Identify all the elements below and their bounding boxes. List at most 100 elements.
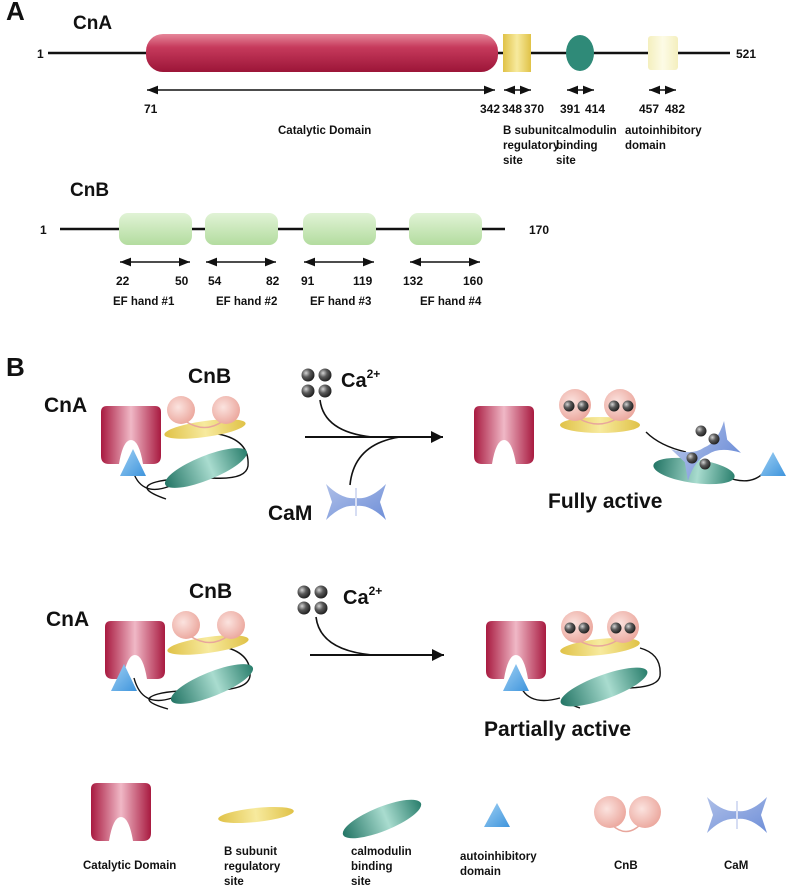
legend-calmodulin-label-3: site (351, 876, 371, 888)
svg-text:calmodulin: calmodulin (556, 125, 617, 137)
top-calcium-ions (301, 368, 332, 398)
ef3-start: 91 (301, 274, 315, 288)
cnb-title: CnB (70, 180, 109, 201)
top-cnb-label: CnB (188, 365, 231, 388)
cnb-end: 170 (529, 223, 549, 237)
autoinhibitory-label: autoinhibitory domain (625, 125, 702, 152)
panel-b-label: B (6, 352, 25, 382)
legend-cnb-label: CnB (614, 860, 638, 872)
bottom-calcium-ions (297, 585, 328, 615)
cnb-start: 1 (40, 223, 47, 237)
bottom-ca-curve (315, 616, 373, 656)
bottom-cnb-label: CnB (189, 580, 232, 603)
top-right-cnb-right (604, 389, 636, 421)
legend-b-subunit-label-2: regulatory (224, 861, 281, 873)
legend-autoinhibitory-icon (484, 803, 510, 827)
legend-catalytic-label: Catalytic Domain (83, 860, 176, 872)
top-cam-label: CaM (268, 502, 312, 525)
bottom-right-autoinhibitory (503, 664, 529, 691)
top-ca-curve (319, 399, 373, 438)
cna-pos-414: 414 (585, 102, 605, 116)
ef-hand-4-label: EF hand #4 (420, 296, 482, 308)
svg-text:domain: domain (625, 140, 666, 152)
legend-b-subunit-label-3: site (224, 876, 244, 888)
svg-text:regulatory: regulatory (503, 140, 560, 152)
cna-pos-391: 391 (560, 102, 580, 116)
cna-catalytic-domain (146, 34, 498, 72)
cna-pos-348: 348 (502, 102, 522, 116)
legend: Catalytic Domain B subunit regulatory si… (83, 783, 767, 888)
catalytic-domain-label: Catalytic Domain (278, 125, 371, 137)
legend-cnb-icon-right (629, 796, 661, 828)
legend-autoinhibitory-label-2: domain (460, 866, 501, 878)
svg-text:autoinhibitory: autoinhibitory (625, 125, 702, 137)
ef-hand-4 (409, 213, 482, 245)
ef4-start: 132 (403, 274, 423, 288)
calmodulin-binding-label: calmodulin binding site (556, 125, 617, 167)
legend-autoinhibitory-label-1: autoinhibitory (460, 851, 537, 863)
ef2-start: 54 (208, 274, 222, 288)
cna-pos-370: 370 (524, 102, 544, 116)
top-ca-label: Ca2+ (341, 367, 380, 392)
cna-calmodulin-site (566, 35, 594, 71)
svg-text:B subunit: B subunit (503, 125, 556, 137)
legend-calmodulin-label-2: binding (351, 861, 393, 873)
top-cam-curve (349, 436, 401, 486)
top-calmodulin-ellipse (164, 448, 248, 488)
legend-cnb-icon-left (594, 796, 626, 828)
bottom-catalytic-shape (105, 621, 165, 679)
top-inactive-complex: CnB CnA (44, 365, 249, 500)
ef1-start: 22 (116, 274, 130, 288)
bottom-b-subunit (167, 635, 249, 655)
top-cnb-lobe-left (167, 396, 195, 424)
ef-hand-3 (303, 213, 376, 245)
ef-hand-1 (119, 213, 192, 245)
top-b-subunit-ellipse (164, 419, 246, 439)
ef1-end: 50 (175, 274, 189, 288)
bottom-cnb-left (172, 611, 200, 639)
panel-a-label: A (6, 0, 25, 26)
cna-autoinhibitory-domain (648, 36, 678, 70)
partially-active-label: Partially active (484, 718, 631, 741)
top-right-autoinhibitory (760, 452, 786, 476)
bottom-cnb-right (217, 611, 245, 639)
legend-catalytic-icon (91, 783, 151, 841)
top-autoinhibitory-triangle (120, 449, 146, 476)
legend-cam-label: CaM (724, 860, 748, 872)
svg-text:site: site (556, 155, 576, 167)
bottom-ca-label: Ca2+ (343, 584, 382, 609)
cna-pos-342: 342 (480, 102, 500, 116)
bottom-inactive-complex: CnB CnA (46, 580, 254, 710)
legend-b-subunit-icon (218, 806, 294, 824)
legend-calmodulin-icon (342, 799, 422, 839)
bottom-autoinhibitory (111, 664, 137, 691)
bottom-right-cnb-right (607, 611, 639, 643)
legend-b-subunit-label-1: B subunit (224, 846, 277, 858)
top-cna-label: CnA (44, 394, 87, 417)
ef2-end: 82 (266, 274, 280, 288)
fully-active-label: Fully active (548, 490, 662, 513)
bottom-right-calmodulin-ellipse (560, 667, 648, 707)
bottom-right-cnb-left (561, 611, 593, 643)
ef-hand-3-label: EF hand #3 (310, 296, 371, 308)
ef-hand-1-label: EF hand #1 (113, 296, 175, 308)
ef4-end: 160 (463, 274, 483, 288)
cna-end: 521 (736, 47, 756, 61)
ef-hand-2-label: EF hand #2 (216, 296, 277, 308)
cna-b-subunit-site (503, 34, 531, 72)
partially-active-complex (486, 611, 661, 709)
top-right-calmodulin-ellipse (653, 457, 735, 485)
top-right-catalytic-shape (474, 406, 534, 464)
cna-pos-457: 457 (639, 102, 659, 116)
ef-hand-2 (205, 213, 278, 245)
top-cnb-lobe-right (212, 396, 240, 424)
cna-pos-482: 482 (665, 102, 685, 116)
bottom-calmodulin-ellipse (170, 664, 254, 704)
cna-title: CnA (73, 13, 112, 34)
cna-pos-71: 71 (144, 102, 158, 116)
svg-text:site: site (503, 155, 523, 167)
top-right-cnb-left (559, 389, 591, 421)
b-subunit-label: B subunit regulatory site (503, 125, 560, 167)
svg-text:binding: binding (556, 140, 598, 152)
